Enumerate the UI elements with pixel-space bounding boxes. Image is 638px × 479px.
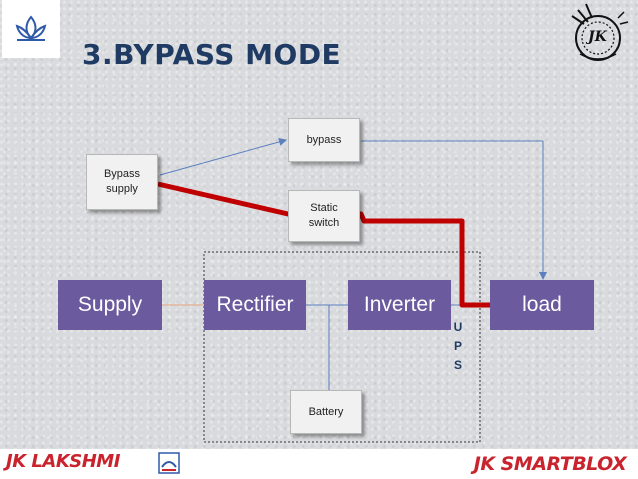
- ups-letter: P: [453, 339, 462, 353]
- bypass-supply-box: Bypass supply: [86, 154, 158, 210]
- inverter-label: Inverter: [363, 293, 436, 316]
- load-block: load: [490, 280, 594, 330]
- rectifier-block: Rectifier: [204, 280, 306, 330]
- rectifier-label: Rectifier: [216, 293, 294, 316]
- supply-block: Supply: [58, 280, 162, 330]
- load-label: load: [522, 293, 562, 316]
- seal-logo-text: JK: [588, 29, 607, 45]
- page-title: 3.BYPASS MODE: [82, 38, 342, 71]
- battery-label: Battery: [308, 405, 344, 418]
- jk-smartblox-logo: JK SMARTBLOX: [464, 450, 636, 478]
- bypass-to-load-arrow: [361, 140, 547, 280]
- bypass-supply-to-bypass-arrow: [159, 138, 287, 176]
- ups-label: U P S: [448, 318, 468, 375]
- bypass-supply-label: Bypass supply: [103, 168, 141, 195]
- jk-lakshmi-logo: JK LAKSHMI: [6, 451, 120, 472]
- seal-logo-icon: JK: [558, 0, 636, 66]
- jk-smartblox-logo-text: JK SMARTBLOX: [473, 453, 627, 475]
- static-switch-box: Static switch: [288, 190, 360, 242]
- jk-lakshmi-logo-text: JK LAKSHMI: [6, 451, 120, 472]
- ups-letter: U: [453, 320, 463, 334]
- lotus-logo-icon: [2, 0, 60, 58]
- static-switch-label: Static switch: [308, 202, 340, 229]
- ups-enclosure: [203, 251, 481, 443]
- battery-box: Battery: [290, 390, 362, 434]
- inverter-block: Inverter: [348, 280, 451, 330]
- supply-label: Supply: [77, 293, 143, 316]
- ups-letter: S: [453, 358, 462, 372]
- bypass-label: bypass: [306, 133, 342, 146]
- lakshmi-emblem-icon: [158, 452, 180, 474]
- bypass-box: bypass: [288, 118, 360, 162]
